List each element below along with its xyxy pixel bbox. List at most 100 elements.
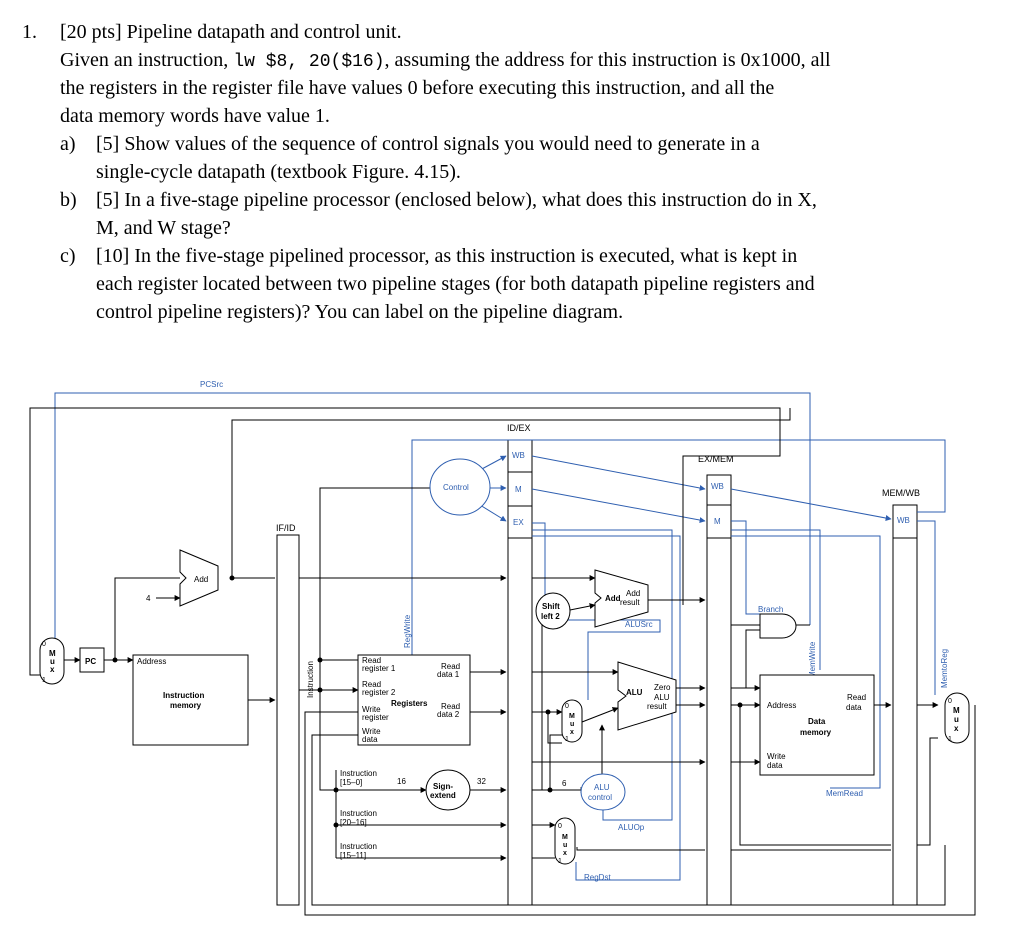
part-c-line1: [10] In the five-stage pipelined process… [96, 245, 798, 267]
idex-label: ID/EX [507, 423, 531, 433]
alu-control-b: control [588, 793, 612, 802]
pc-label: PC [85, 657, 96, 666]
part-a-line1: [5] Show values of the sequence of contr… [96, 133, 760, 155]
pcsrc-label: PCSrc [200, 380, 223, 389]
memtoreg-mux-0: 0 [948, 698, 952, 705]
sign-extend-a: Sign- [433, 782, 453, 791]
regdst-mux-x: x [563, 850, 567, 857]
memtoreg-mux [944, 692, 970, 744]
width-6: 6 [562, 779, 567, 788]
part-b-line1: [5] In a five-stage pipeline processor (… [96, 189, 817, 211]
part-a-label: a) [60, 133, 76, 155]
question-title: [20 pts] Pipeline datapath and control u… [60, 21, 402, 43]
read-reg2-a: Read [362, 680, 381, 689]
part-b-label: b) [60, 189, 77, 211]
alu-zero: Zero [654, 683, 671, 692]
intro-code: lw $8, 20($16) [233, 52, 385, 72]
instr-15-11-a: Instruction [340, 842, 377, 851]
read-data2-a: Read [441, 702, 460, 711]
width-32: 32 [477, 777, 486, 786]
data-mem-label-a: Data [808, 717, 826, 726]
question-intro-line2: the registers in the register file have … [60, 77, 775, 99]
control-label: Control [443, 483, 469, 492]
add-result-a: Add [626, 589, 640, 598]
pc-mux [39, 637, 65, 685]
exmem-wb-label: WB [711, 482, 724, 491]
memtoreg-mux-m: M [953, 706, 960, 715]
ifid-label: IF/ID [276, 523, 296, 533]
instr-20-16-a: Instruction [340, 809, 377, 818]
control-unit [429, 458, 491, 516]
shift-left-2 [535, 592, 571, 630]
instr-mem-label2: memory [170, 701, 202, 710]
alu-result-a: ALU [654, 693, 670, 702]
sign-extend [425, 769, 471, 811]
regdst-mux [554, 817, 576, 865]
branch-label: Branch [758, 605, 783, 614]
memread-label: MemRead [826, 789, 863, 798]
alusrc-mux-1: 1 [565, 736, 569, 743]
width-16: 16 [397, 777, 406, 786]
alusrc-mux-m: M [569, 713, 575, 720]
pc-mux-0: 0 [42, 641, 46, 648]
data-mem-label-b: memory [800, 728, 832, 737]
regdst-label: RegDst [584, 873, 611, 882]
data-mem-address: Address [767, 701, 796, 710]
ifid-register [276, 534, 300, 906]
data-mem-read-b: data [846, 703, 862, 712]
instr-20-16-b: [20–16] [340, 818, 367, 827]
branch-and-gate [759, 613, 797, 639]
idex-m-label: M [515, 485, 522, 494]
alu-control-a: ALU [594, 783, 610, 792]
read-data1-b: data 1 [437, 670, 460, 679]
alu-result-b: result [647, 702, 667, 711]
instr-mem-address: Address [137, 657, 166, 666]
memwb-label: MEM/WB [882, 488, 920, 498]
alusrc-mux-u: u [570, 721, 574, 728]
part-c-line2: each register located between two pipeli… [96, 273, 815, 295]
branch-adder [594, 569, 649, 628]
write-reg-a: Write [362, 705, 381, 714]
alusrc-mux-0: 0 [565, 703, 569, 710]
pc-register [79, 647, 105, 673]
part-a-line2: single-cycle datapath (textbook Figure. … [96, 161, 461, 183]
alu-control [580, 773, 626, 811]
register-file [357, 654, 471, 746]
instruction-vertical-label: Instruction [306, 661, 315, 698]
exmem-register [706, 474, 732, 906]
regwrite-label: RegWrite [403, 614, 412, 648]
idex-ex-label: EX [513, 518, 524, 527]
pc-mux-x: x [50, 665, 55, 674]
memtoreg-mux-u: u [954, 715, 959, 724]
constant-four: 4 [146, 594, 151, 603]
memtoreg-mux-1: 1 [948, 736, 952, 743]
question-intro-line1: Given an instruction, lw $8, 20($16), as… [60, 46, 831, 76]
question-number: 1. [22, 21, 37, 43]
instruction-memory [132, 654, 249, 746]
exmem-label: EX/MEM [698, 454, 734, 464]
part-c-label: c) [60, 245, 76, 267]
instr-15-0-b: [15–0] [340, 778, 362, 787]
read-reg2-b: register 2 [362, 688, 396, 697]
memwb-register [892, 504, 918, 906]
registers-label: Registers [391, 699, 428, 708]
instr-15-0-a: Instruction [340, 769, 377, 778]
read-data2-b: data 2 [437, 710, 460, 719]
data-mem-read-a: Read [847, 693, 866, 702]
intro-post: , assuming the address for this instruct… [384, 49, 831, 71]
sign-extend-b: extend [430, 791, 456, 800]
instr-mem-label1: Instruction [163, 691, 204, 700]
memtoreg-mux-x: x [954, 724, 959, 733]
question-intro-line3: data memory words have value 1. [60, 105, 330, 127]
read-data1-a: Read [441, 662, 460, 671]
pc-adder-label: Add [194, 575, 208, 584]
shift-a: Shift [542, 602, 560, 611]
add-result-b: result [620, 598, 640, 607]
regdst-mux-m: M [562, 834, 568, 841]
idex-wb-label: WB [512, 451, 525, 460]
write-data-b: data [362, 735, 378, 744]
memwb-wb-label: WB [897, 516, 910, 525]
write-data-a: Write [362, 727, 381, 736]
regdst-mux-0: 0 [558, 823, 562, 830]
